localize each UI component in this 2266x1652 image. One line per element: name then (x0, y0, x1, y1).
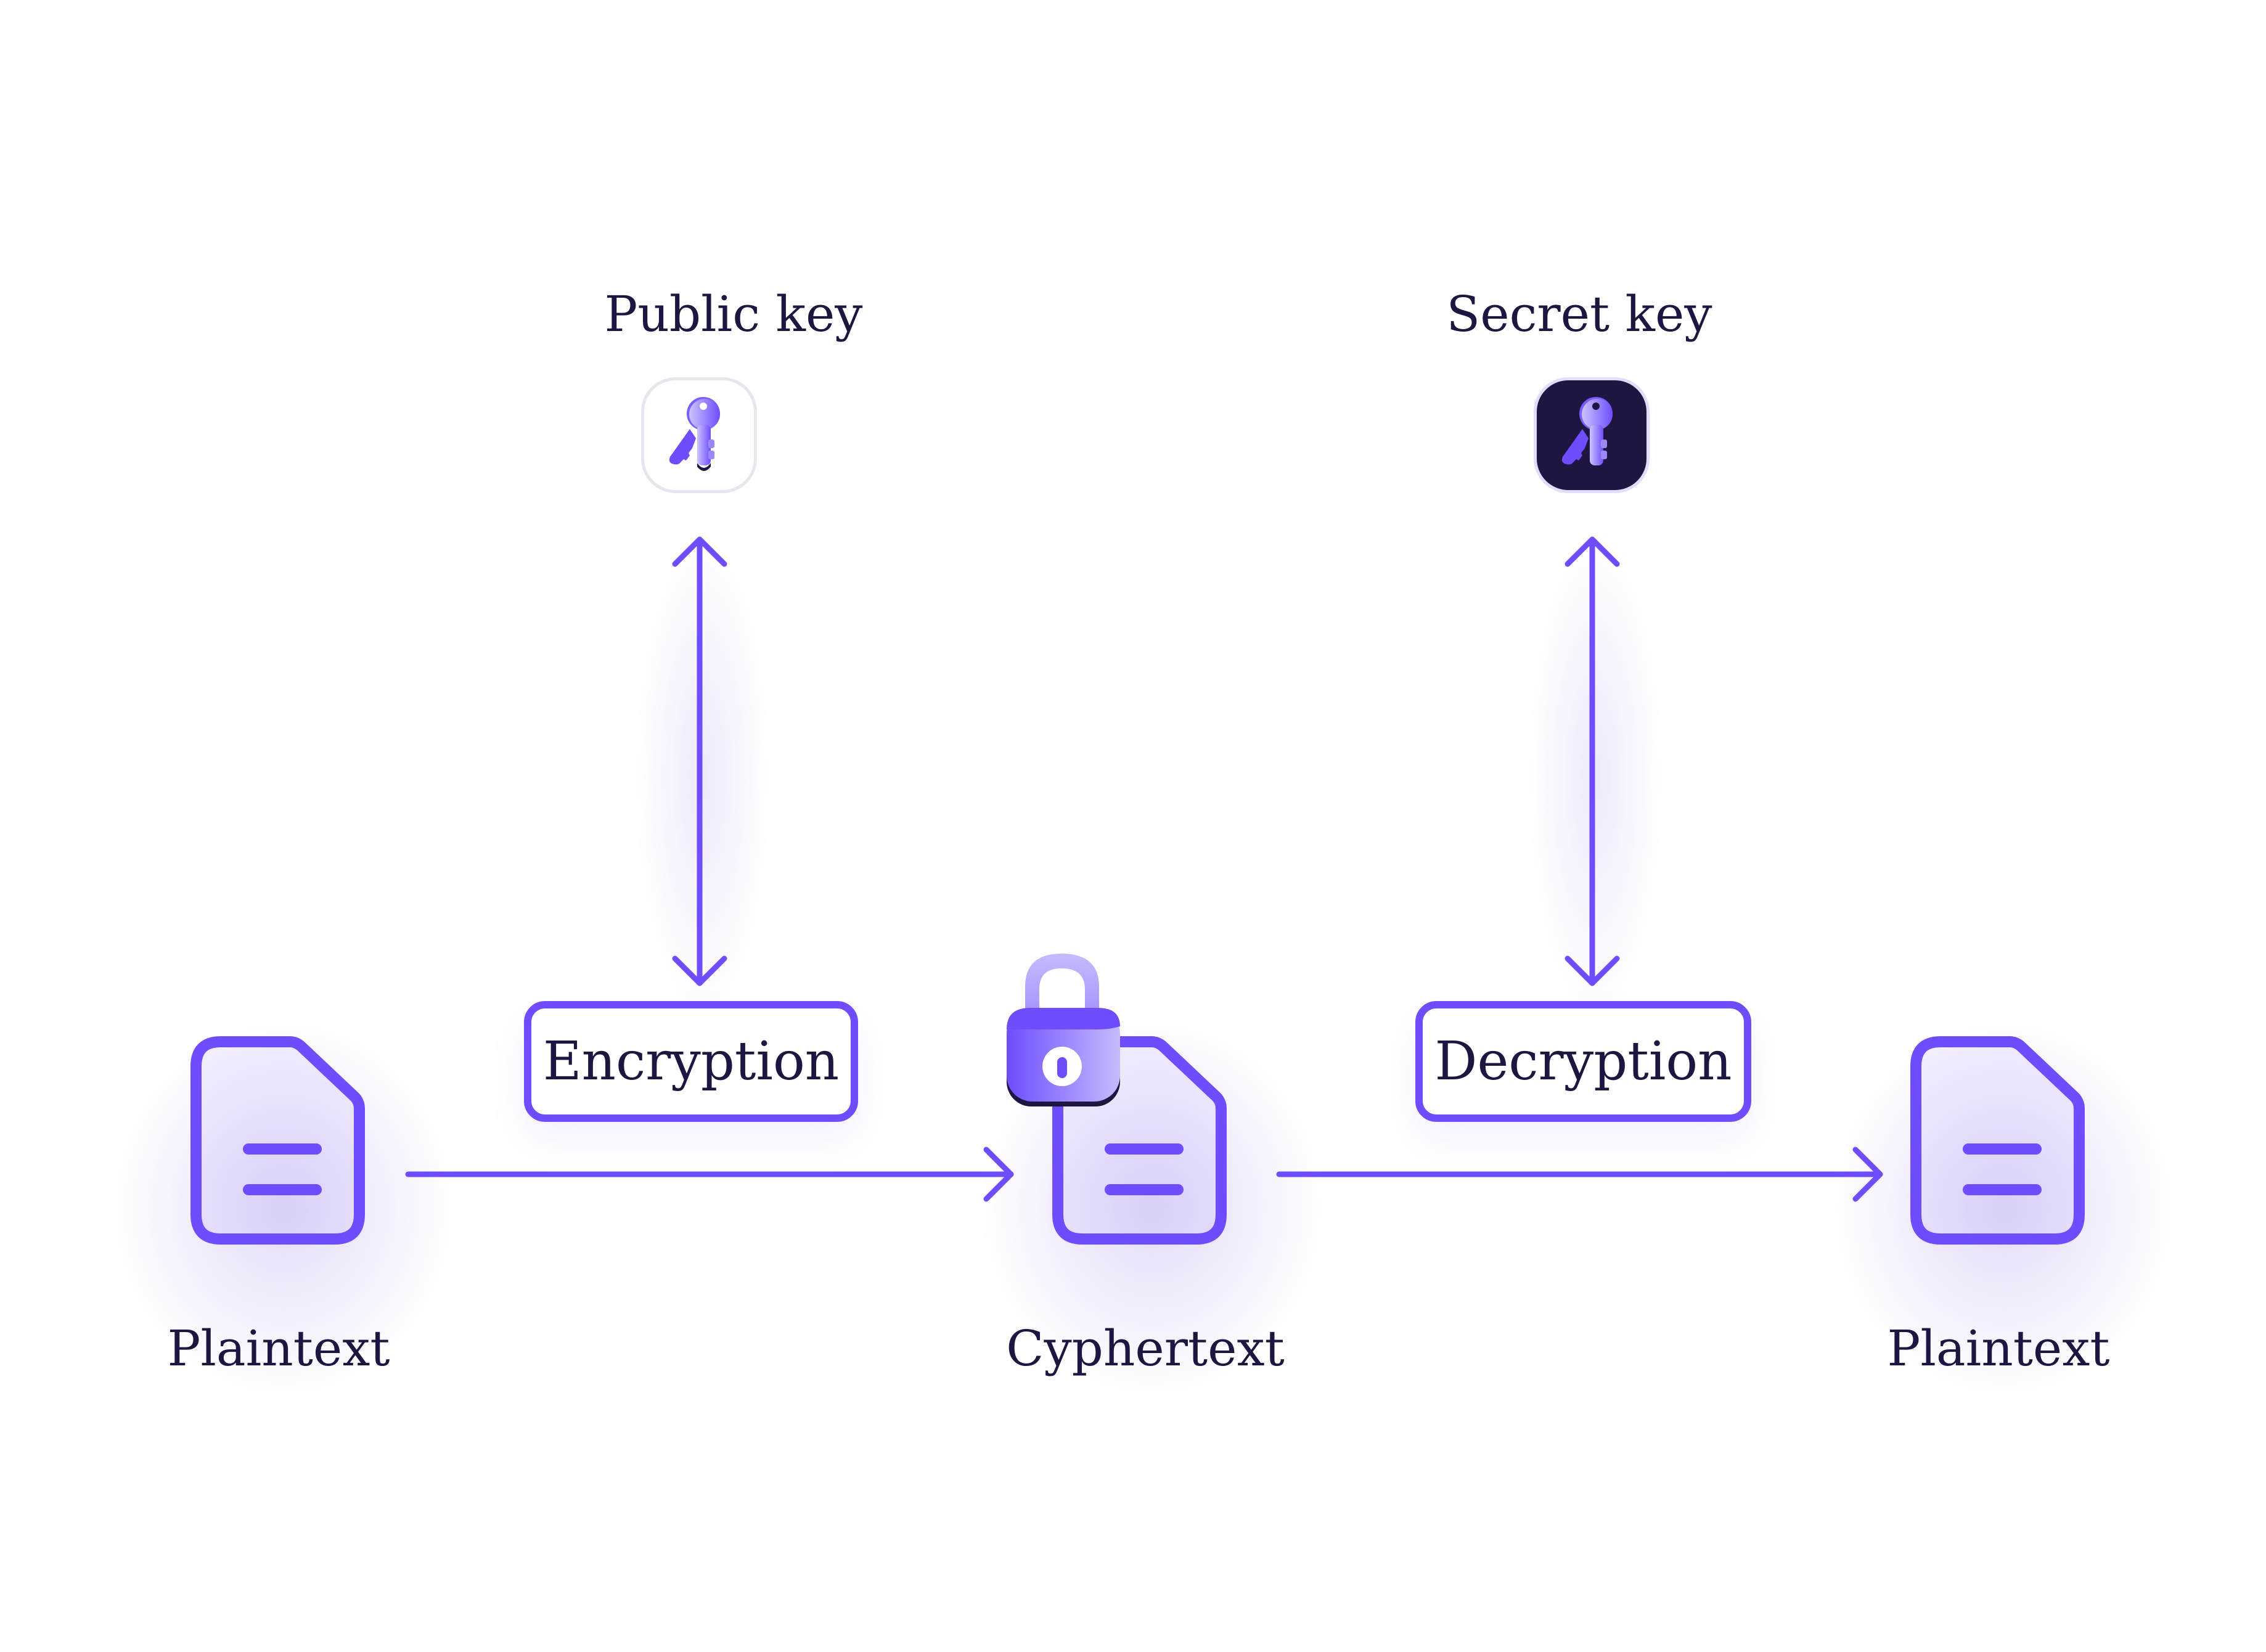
document-icon (190, 1036, 365, 1245)
public-key-tile (641, 377, 757, 493)
arrow-cyphertext-to-plaintext (1276, 1147, 1883, 1202)
arrow-plaintext-to-cyphertext (405, 1147, 1014, 1202)
public-key-label: Public key (604, 285, 863, 343)
decryption-box: Decryption (1415, 1001, 1751, 1122)
arrow-secret-key-decryption (1565, 536, 1620, 986)
key-icon (669, 397, 720, 471)
key-icon (1561, 397, 1613, 465)
plaintext-label-right: Plaintext (1887, 1320, 2110, 1377)
encryption-box: Encryption (524, 1001, 858, 1122)
document-icon (1910, 1036, 2085, 1245)
plaintext-label-left: Plaintext (167, 1320, 390, 1377)
cyphertext-label: Cyphertext (1006, 1320, 1285, 1377)
arrow-public-key-encryption (672, 536, 727, 986)
secret-key-tile (1534, 377, 1650, 493)
secret-key-label: Secret key (1446, 285, 1712, 343)
lock-icon (1007, 954, 1120, 1106)
